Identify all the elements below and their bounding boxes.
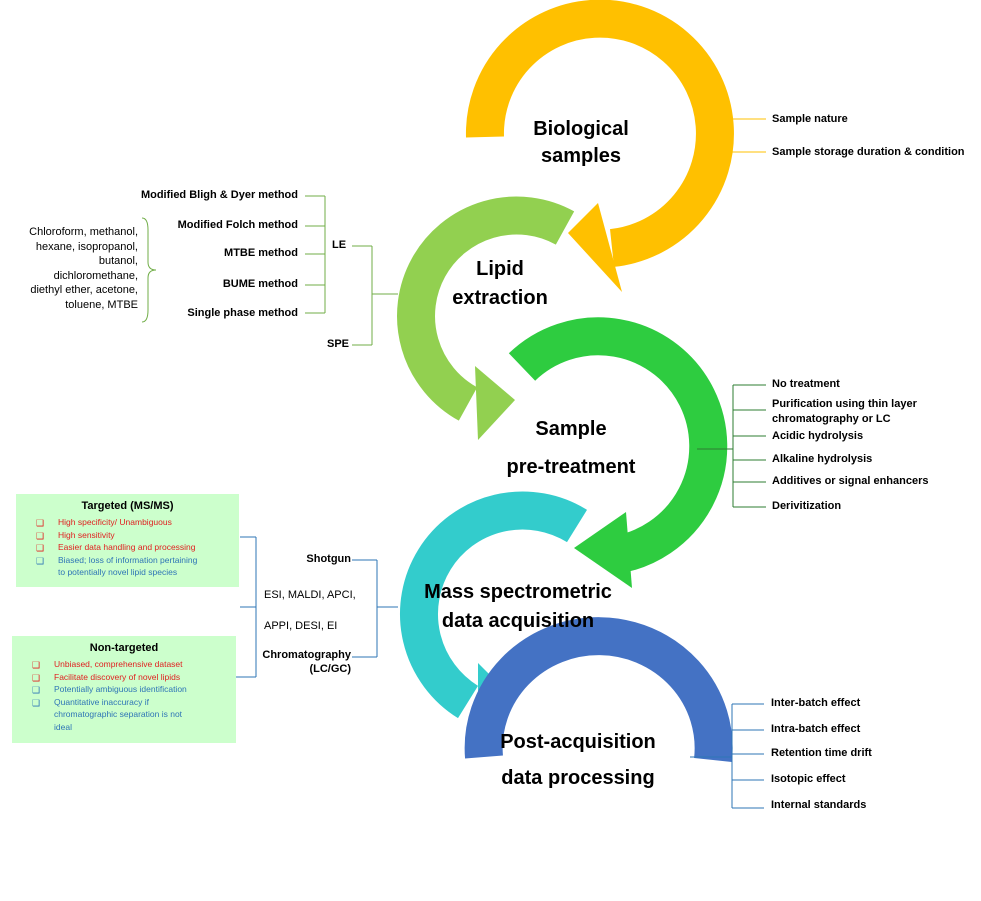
checkbox-bullet-icon: ❑ <box>36 518 45 528</box>
extraction-method: MTBE method <box>224 247 298 259</box>
nontargeted-item: ❑Unbiased, comprehensive dataset <box>32 659 183 670</box>
stage-lipid: Lipid extraction <box>430 255 570 313</box>
pretreatment-bracket <box>697 384 766 508</box>
targeted-list: ❑High specificity/ Unambiguous ❑High sen… <box>16 516 239 579</box>
targeted-title: Targeted (MS/MS) <box>81 500 174 512</box>
stage-post-line1: Post-acquisition <box>500 731 656 753</box>
pretreatment-option: No treatment <box>772 378 840 390</box>
chromatography-line1: Chromatography <box>262 649 351 661</box>
ionization-line2: APPI, DESI, EI <box>264 620 338 632</box>
nontargeted-list: ❑Unbiased, comprehensive dataset ❑Facili… <box>12 658 236 733</box>
pretreatment-option: Acidic hydrolysis <box>772 430 864 442</box>
targeted-item: ❑High sensitivity <box>36 529 115 541</box>
stage-ms-line1: Mass spectrometric <box>424 581 612 603</box>
targeted-item: ❑Biased; loss of information pertaining <box>36 554 198 566</box>
post-acquisition-ring <box>464 617 733 763</box>
stage-ms: Mass spectrometric data acquisition <box>400 578 636 636</box>
solvent-line: toluene, MTBE <box>65 298 138 311</box>
stage-post: Post-acquisition data processing <box>480 724 676 796</box>
nontargeted-item: ❑Quantitative inaccuracy if <box>32 696 149 708</box>
solvent-line: hexane, isopropanol, <box>35 240 138 253</box>
chromatography-line2: (LC/GC) <box>309 663 351 675</box>
stage-pretreatment-line1: Sample <box>535 418 607 440</box>
checkbox-bullet-icon: ❑ <box>32 685 41 695</box>
nontargeted-item-cont: chromatographic separation is not <box>54 709 183 719</box>
checkbox-bullet-icon: ❑ <box>36 543 45 553</box>
pretreatment-option: chromatography or LC <box>772 413 891 425</box>
nontargeted-box: Non-targeted ❑Unbiased, comprehensive da… <box>12 636 236 743</box>
stage-biological-line1: Biological <box>533 118 629 140</box>
checkbox-bullet-icon: ❑ <box>32 660 41 670</box>
solvent-line: butanol, <box>98 255 138 267</box>
pretreatment-option: Derivitization <box>772 500 842 512</box>
extraction-method: BUME method <box>222 278 298 290</box>
lipid-extraction-arrow <box>397 196 575 440</box>
extraction-bracket <box>141 195 398 346</box>
solvent-line: diethyl ether, acetone, <box>30 284 138 296</box>
checkbox-bullet-icon: ❑ <box>32 672 41 683</box>
shotgun-label: Shotgun <box>306 553 351 565</box>
chromatography-label: Chromatography (LC/GC) <box>262 648 351 676</box>
extraction-method: Modified Folch method <box>177 219 298 231</box>
stage-pretreatment: Sample pre-treatment <box>486 410 656 486</box>
ionization-line1: ESI, MALDI, APCI, <box>264 589 356 601</box>
nontargeted-item: ❑Facilitate discovery of novel lipids <box>32 671 181 683</box>
targeted-item: ❑High specificity/ Unambiguous <box>36 517 172 528</box>
targeted-box: Targeted (MS/MS) ❑High specificity/ Unam… <box>16 494 239 587</box>
nontargeted-item-cont: ideal <box>54 721 72 732</box>
stage-ms-line2: data acquisition <box>441 610 595 632</box>
targeted-item-cont: to potentially novel lipid species <box>58 567 178 577</box>
post-bracket <box>690 703 764 809</box>
nontargeted-item: ❑Potentially ambiguous identification <box>32 684 187 695</box>
pretreatment-option: Additives or signal enhancers <box>772 475 929 487</box>
checkbox-bullet-icon: ❑ <box>36 555 45 566</box>
biological-factor: Sample storage duration & condition <box>772 146 965 158</box>
checkbox-bullet-icon: ❑ <box>36 530 45 541</box>
solvent-line: dichloromethane, <box>53 269 138 282</box>
stage-lipid-line1: Lipid <box>476 258 524 280</box>
post-factor: Isotopic effect <box>771 773 846 785</box>
checkbox-bullet-icon: ❑ <box>32 697 41 708</box>
le-label: LE <box>332 239 347 251</box>
acquisition-bracket <box>236 536 398 678</box>
spe-label: SPE <box>327 338 350 350</box>
solvent-list: Chloroform, methanol, hexane, isopropano… <box>29 225 138 312</box>
solvent-line: Chloroform, methanol, <box>29 226 138 238</box>
post-factor: Internal standards <box>771 799 867 811</box>
stage-biological: Biological samples <box>511 116 651 170</box>
post-factor: Intra-batch effect <box>771 723 861 735</box>
stage-post-line2: data processing <box>501 767 655 789</box>
stage-pretreatment-line2: pre-treatment <box>506 456 636 478</box>
stage-biological-line2: samples <box>540 145 622 167</box>
biological-factor: Sample nature <box>772 113 848 125</box>
post-factor: Inter-batch effect <box>771 697 861 709</box>
pretreatment-option: Purification using thin layer <box>772 398 917 410</box>
post-factor: Retention time drift <box>771 747 872 759</box>
biological-bracket <box>698 118 766 153</box>
pretreatment-option: Alkaline hydrolysis <box>772 453 873 465</box>
extraction-method: Single phase method <box>187 307 298 319</box>
targeted-item: ❑Easier data handling and processing <box>36 542 196 553</box>
pretreatment-arrow <box>508 317 728 588</box>
stage-lipid-line2: extraction <box>452 287 548 309</box>
nontargeted-title: Non-targeted <box>89 642 159 654</box>
extraction-method: Modified Bligh & Dyer method <box>140 189 298 201</box>
biological-arrow <box>465 0 734 292</box>
